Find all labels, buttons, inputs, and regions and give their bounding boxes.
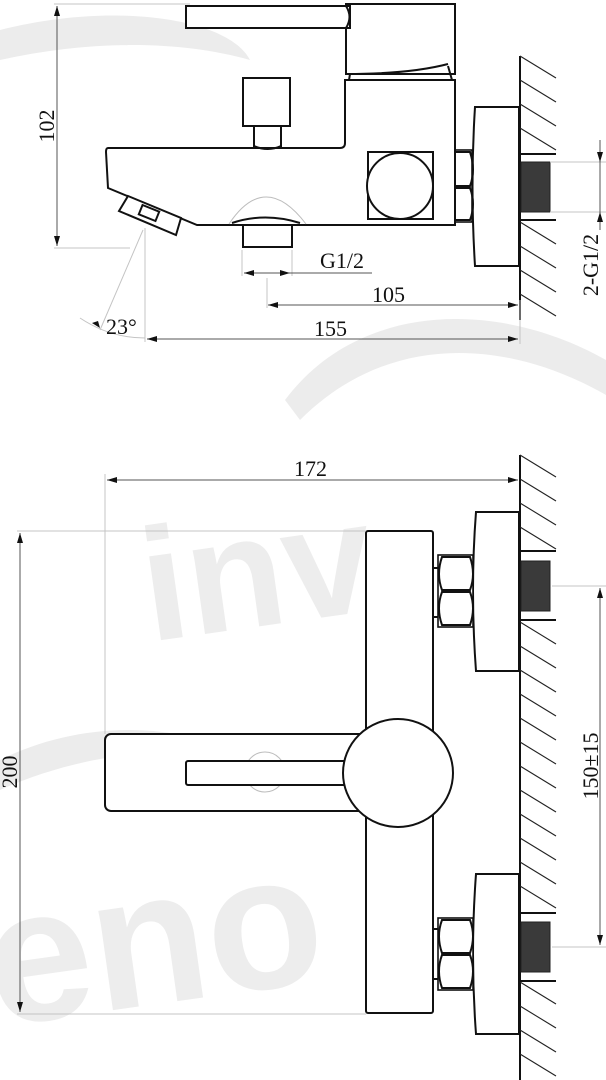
inlet-thread-lower [520,921,551,973]
inlet-thread-upper [520,560,551,612]
connection-nut-upper [432,554,474,628]
front-view: 172 200 150±15 [0,454,606,1080]
mixer-body-side [104,3,456,248]
handle-disc [342,718,454,828]
dim-2g12-label: 2-G1/2 [578,234,603,296]
dim-105-label: 105 [372,282,405,307]
side-view: 102 23° G1/2 105 [34,3,606,344]
wall-side [519,55,557,320]
diverter-knob [242,77,291,127]
inlet-thread-side [520,161,551,213]
dimension-angle: 23° [79,228,146,342]
dimension-200: 200 [0,530,366,1015]
dim-200-label: 200 [0,756,22,789]
dimension-2g12-inlet: 2-G1/2 [550,140,606,296]
watermark-text-top: inv [130,466,384,675]
escutcheon-side [471,106,520,267]
handle-lever-side [185,5,351,29]
dimension-172: 172 [104,456,518,734]
connection-nut-lower [432,917,474,991]
watermark-text-bottom: eno [0,810,335,1067]
wall-front [519,454,557,1080]
dimension-g12-outlet: G1/2 [241,248,372,276]
dim-150-label: 150±15 [578,732,603,799]
dimension-102: 102 [34,3,190,249]
watermark: inv eno [0,15,606,1067]
dim-23-label: 23° [106,314,137,339]
dim-155-label: 155 [314,316,347,341]
escutcheon-lower [472,873,520,1035]
handle-lever-front [185,760,367,786]
dim-g12-label: G1/2 [320,248,364,273]
escutcheon-upper [472,511,520,672]
dimension-150: 150±15 [552,585,606,948]
bottom-outlet [242,224,293,248]
dim-102-label: 102 [34,110,59,143]
dim-172-label: 172 [294,456,327,481]
dimension-105: 105 [266,278,518,308]
dimension-155: 155 [147,300,521,344]
